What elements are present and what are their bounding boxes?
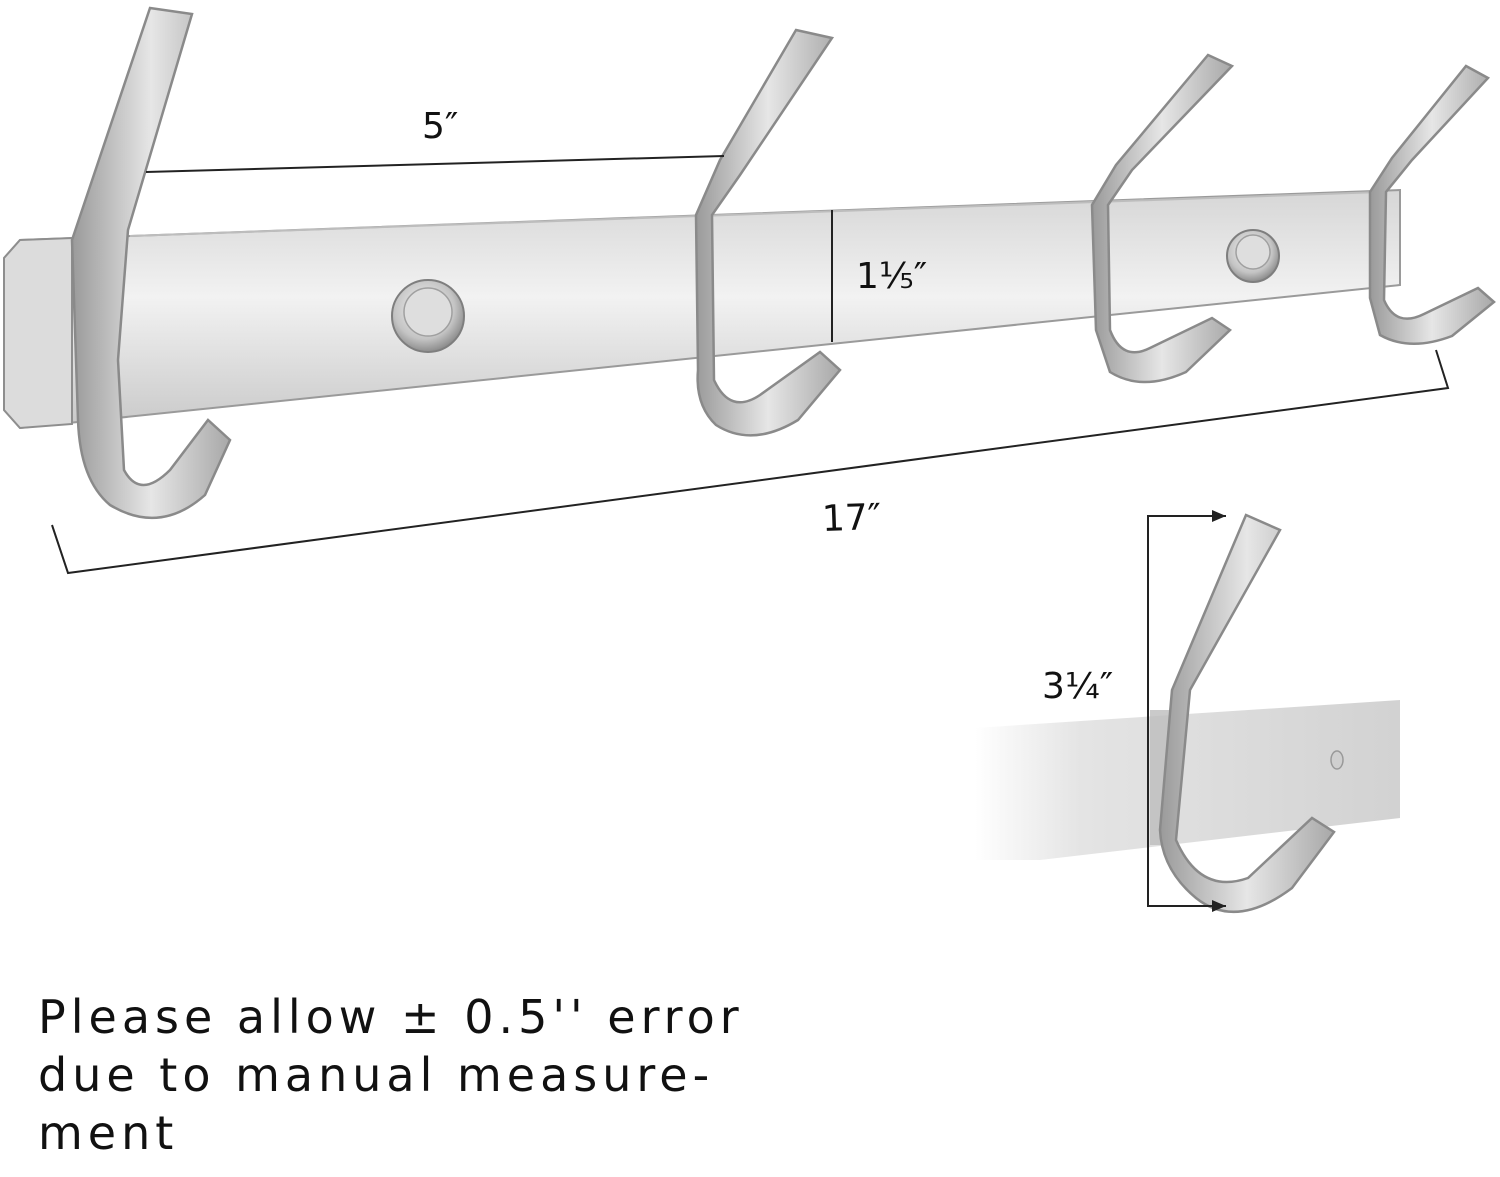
- rail-end-cap: [3, 236, 73, 430]
- mounting-screw-right: [1226, 229, 1280, 283]
- note-line-3: ment: [38, 1106, 179, 1160]
- detail-rail: [975, 700, 1400, 860]
- hook-1: [70, 6, 232, 520]
- hook-height-label: 3¼″: [1042, 666, 1113, 707]
- hook-3: [1090, 53, 1235, 384]
- rail-height-label: 1¹⁄₅″: [856, 256, 927, 297]
- hook-4: [1368, 64, 1496, 345]
- measurement-error-note: Please allow ± 0.5'' error due to manual…: [38, 988, 858, 1162]
- mounting-screw-left: [391, 279, 465, 353]
- dimension-total-length: 17″: [51, 349, 1450, 575]
- hook-detail-view: 3¼″: [975, 510, 1400, 914]
- dimension-hook-height: 3¼″: [1042, 510, 1226, 912]
- hook-2: [694, 28, 842, 437]
- hook-spacing-label: 5″: [422, 106, 458, 147]
- total-length-label: 17″: [821, 497, 882, 540]
- dimension-rail-height: 1¹⁄₅″: [831, 210, 927, 342]
- note-line-2: due to manual measure-: [38, 1048, 715, 1102]
- coat-rack: [3, 6, 1496, 520]
- detail-hook: [1158, 513, 1336, 914]
- note-line-1: Please allow ± 0.5'' error: [38, 990, 744, 1044]
- dimension-hook-spacing: 5″: [145, 106, 725, 173]
